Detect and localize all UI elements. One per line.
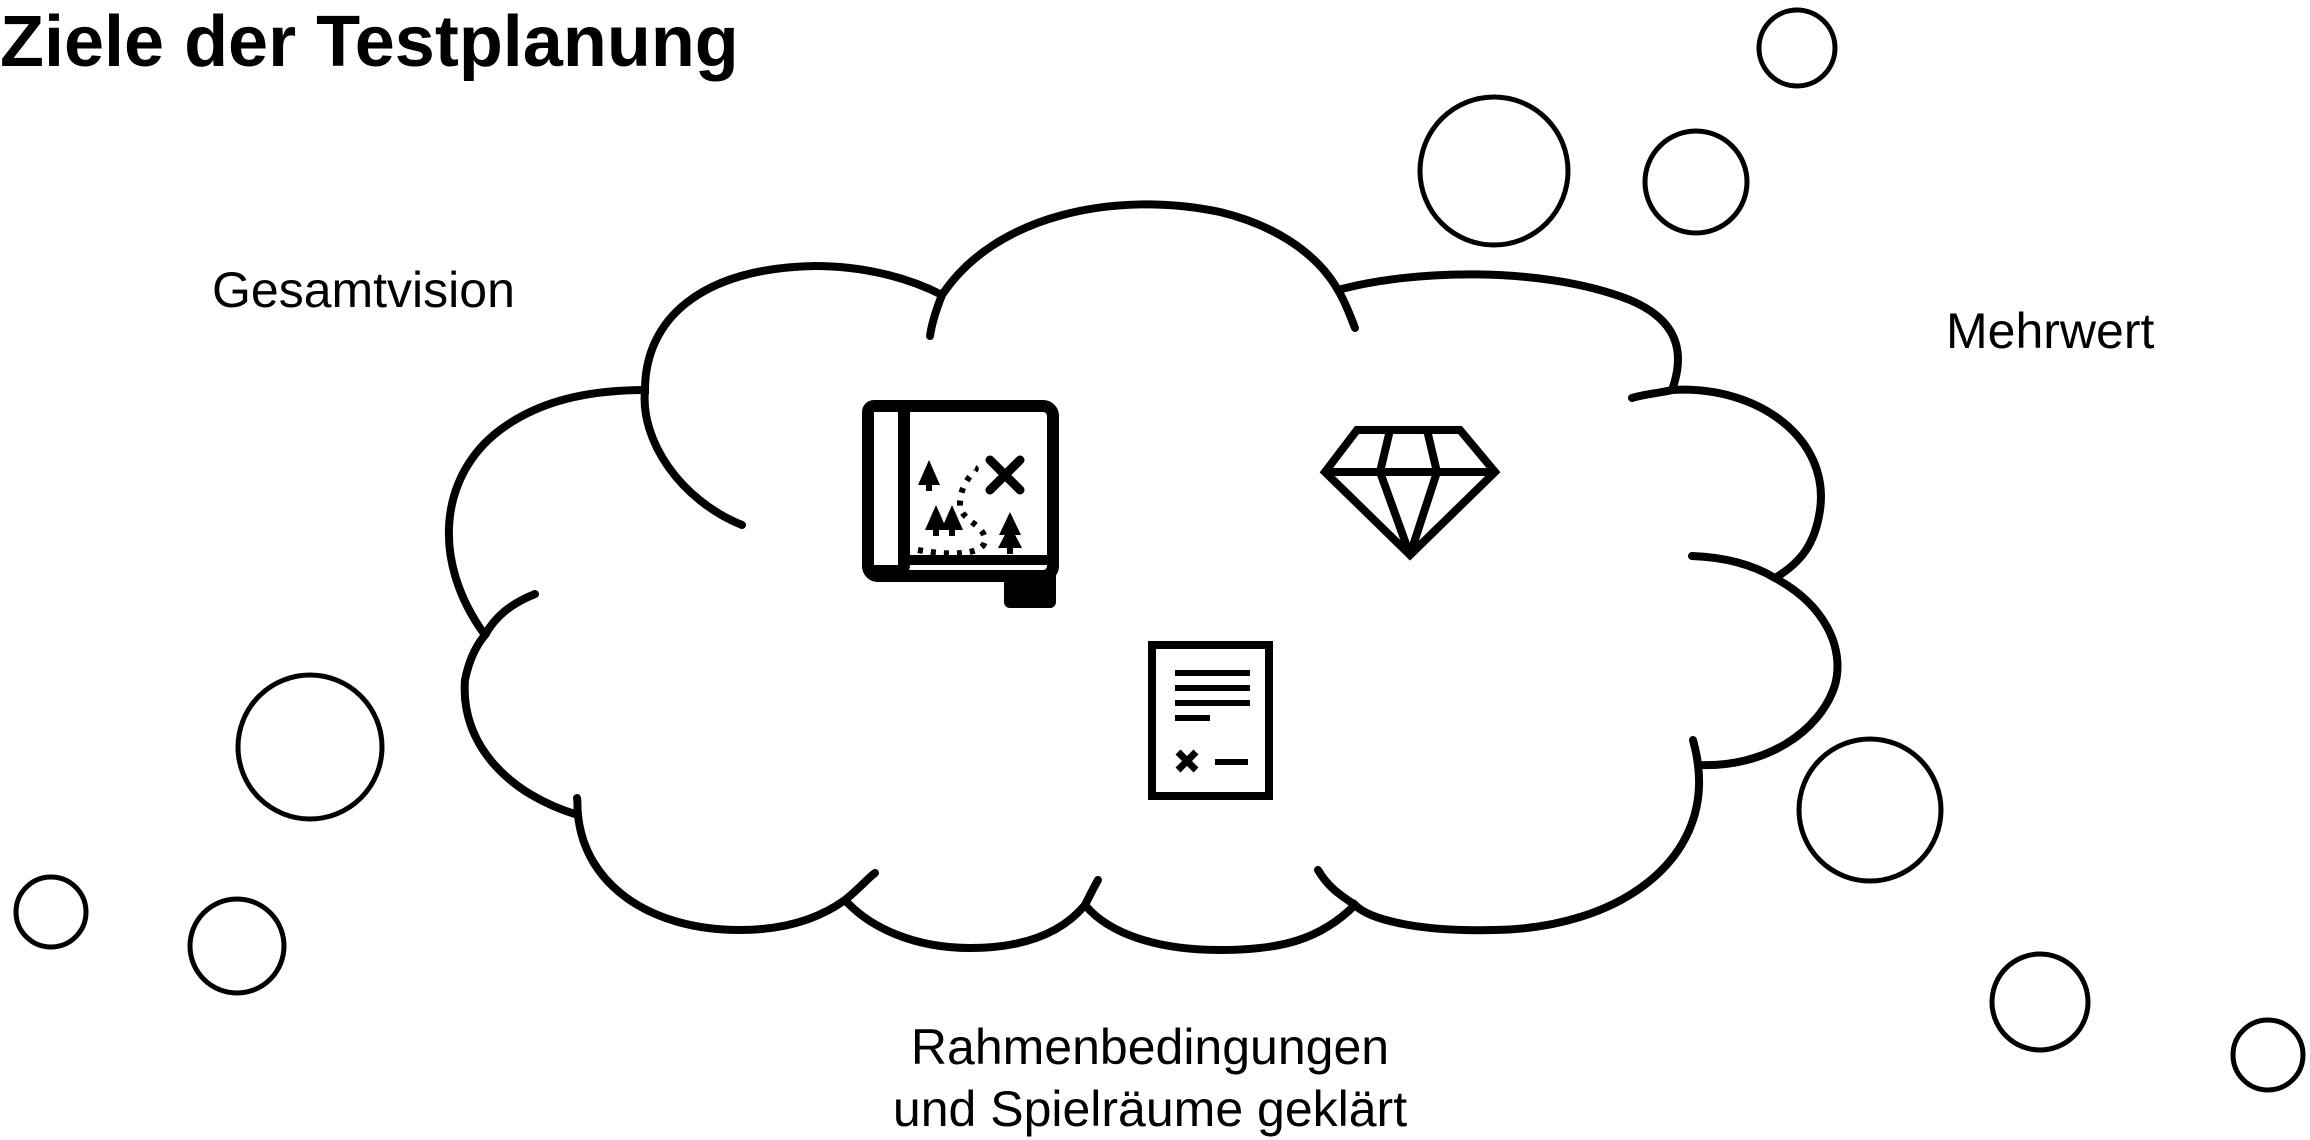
- diamond-icon: [1319, 426, 1501, 561]
- treasure-map-icon: [862, 400, 1059, 608]
- cloud-arc-9: [841, 869, 879, 904]
- cloud-outline: [444, 200, 1842, 955]
- goal-label-vision: Gesamtvision: [212, 262, 515, 318]
- page-title: Ziele der Testplanung: [0, 2, 739, 82]
- goal-label-frame-line2: und Spielräume geklärt: [892, 1081, 1408, 1137]
- cloud-arc-10: [573, 794, 582, 819]
- thought-bubble: [2230, 1017, 2306, 1093]
- cloud-arc-1: [640, 386, 746, 529]
- thought-bubble: [13, 874, 89, 950]
- thought-bubble: [1756, 7, 1838, 89]
- cloud-arc-5: [1688, 552, 1779, 582]
- cloud-arc-6: [1689, 736, 1702, 769]
- cloud-arc-8: [1081, 876, 1102, 909]
- cloud-arc-11: [481, 590, 539, 639]
- cloud-arc-3: [1334, 286, 1359, 332]
- goal-label-frame-line1: Rahmenbedingungen: [910, 1019, 1390, 1075]
- cloud-arc-4: [1628, 386, 1676, 402]
- goal-label-value: Mehrwert: [1946, 303, 2155, 359]
- goal-label-frame: Rahmenbedingungen und Spielräume geklärt: [860, 1016, 1440, 1140]
- cloud-arc-7: [1314, 866, 1359, 909]
- thought-bubble: [235, 672, 385, 822]
- contract-document-icon: [1148, 641, 1273, 800]
- thought-bubble: [1642, 128, 1750, 236]
- thought-bubble: [1796, 736, 1944, 884]
- cloud-arc-2: [926, 291, 946, 340]
- thought-bubble: [1417, 94, 1571, 248]
- thought-bubble: [1989, 951, 2091, 1053]
- thought-bubble: [187, 896, 287, 996]
